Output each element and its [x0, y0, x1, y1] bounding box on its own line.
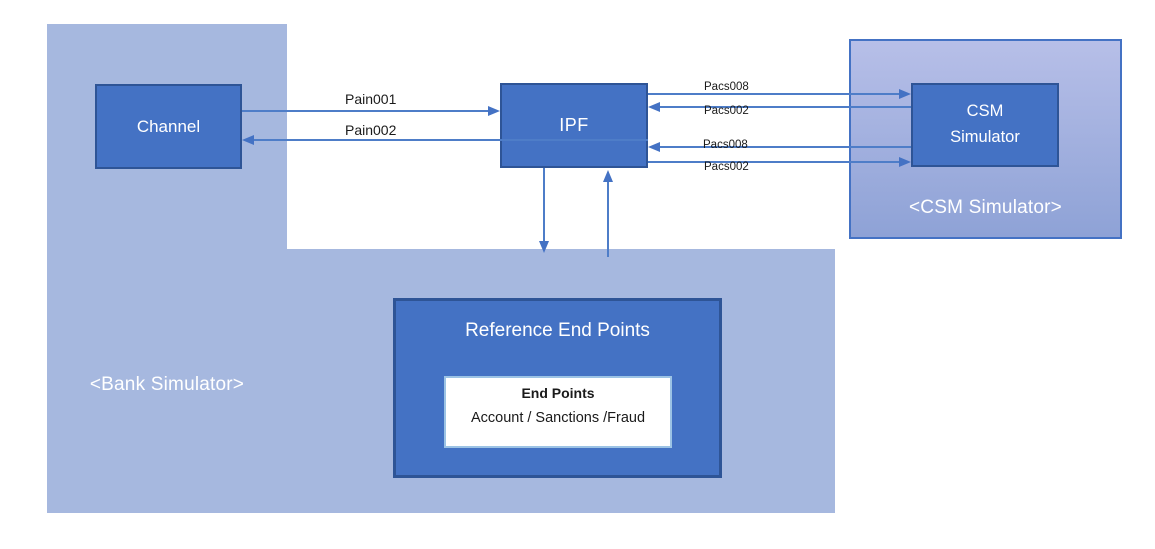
arrowhead-right-icon — [488, 105, 500, 116]
ipf-node: IPF — [500, 83, 648, 168]
arrowhead-left-icon — [648, 101, 660, 112]
end-points-detail: Account / Sanctions /Fraud — [470, 410, 646, 426]
pacs008-upper-line — [648, 93, 900, 95]
channel-node: Channel — [95, 84, 242, 169]
ipf-to-reference-line — [543, 168, 545, 242]
reference-end-points-node: Reference End Points End Points Account … — [393, 298, 722, 478]
pacs008-lower-line — [658, 146, 911, 148]
reference-to-ipf-line — [607, 181, 609, 257]
csm-simulator-node-label-line1: CSM — [966, 102, 1004, 121]
arrowhead-left-icon — [648, 141, 660, 152]
end-points-title: End Points — [521, 385, 595, 401]
pacs002-upper-line — [658, 106, 911, 108]
arrowhead-up-icon — [602, 170, 613, 182]
pain002-line — [253, 139, 648, 141]
end-points-box: End Points Account / Sanctions /Fraud — [444, 376, 672, 448]
pain001-line — [242, 110, 489, 112]
pacs008-upper-label: Pacs008 — [704, 81, 749, 93]
ipf-node-label: IPF — [559, 115, 589, 135]
arrowhead-left-icon — [242, 134, 254, 145]
csm-simulator-panel-label: <CSM Simulator> — [909, 197, 1062, 218]
pacs002-lower-label: Pacs002 — [704, 161, 749, 173]
arrowhead-right-icon — [899, 88, 911, 99]
reference-end-points-label: Reference End Points — [465, 320, 650, 341]
bank-simulator-label: <Bank Simulator> — [89, 374, 245, 395]
csm-simulator-node-label-line2: Simulator — [950, 128, 1020, 146]
csm-simulator-node: CSM Simulator — [911, 83, 1059, 167]
pacs008-lower-label: Pacs008 — [703, 139, 748, 151]
pain001-label: Pain001 — [345, 91, 397, 107]
pacs002-lower-line — [648, 161, 900, 163]
pain002-label: Pain002 — [345, 122, 397, 138]
pacs002-upper-label: Pacs002 — [704, 105, 749, 117]
channel-node-label: Channel — [136, 116, 201, 136]
arrowhead-right-icon — [899, 156, 911, 167]
arrowhead-down-icon — [538, 241, 549, 253]
